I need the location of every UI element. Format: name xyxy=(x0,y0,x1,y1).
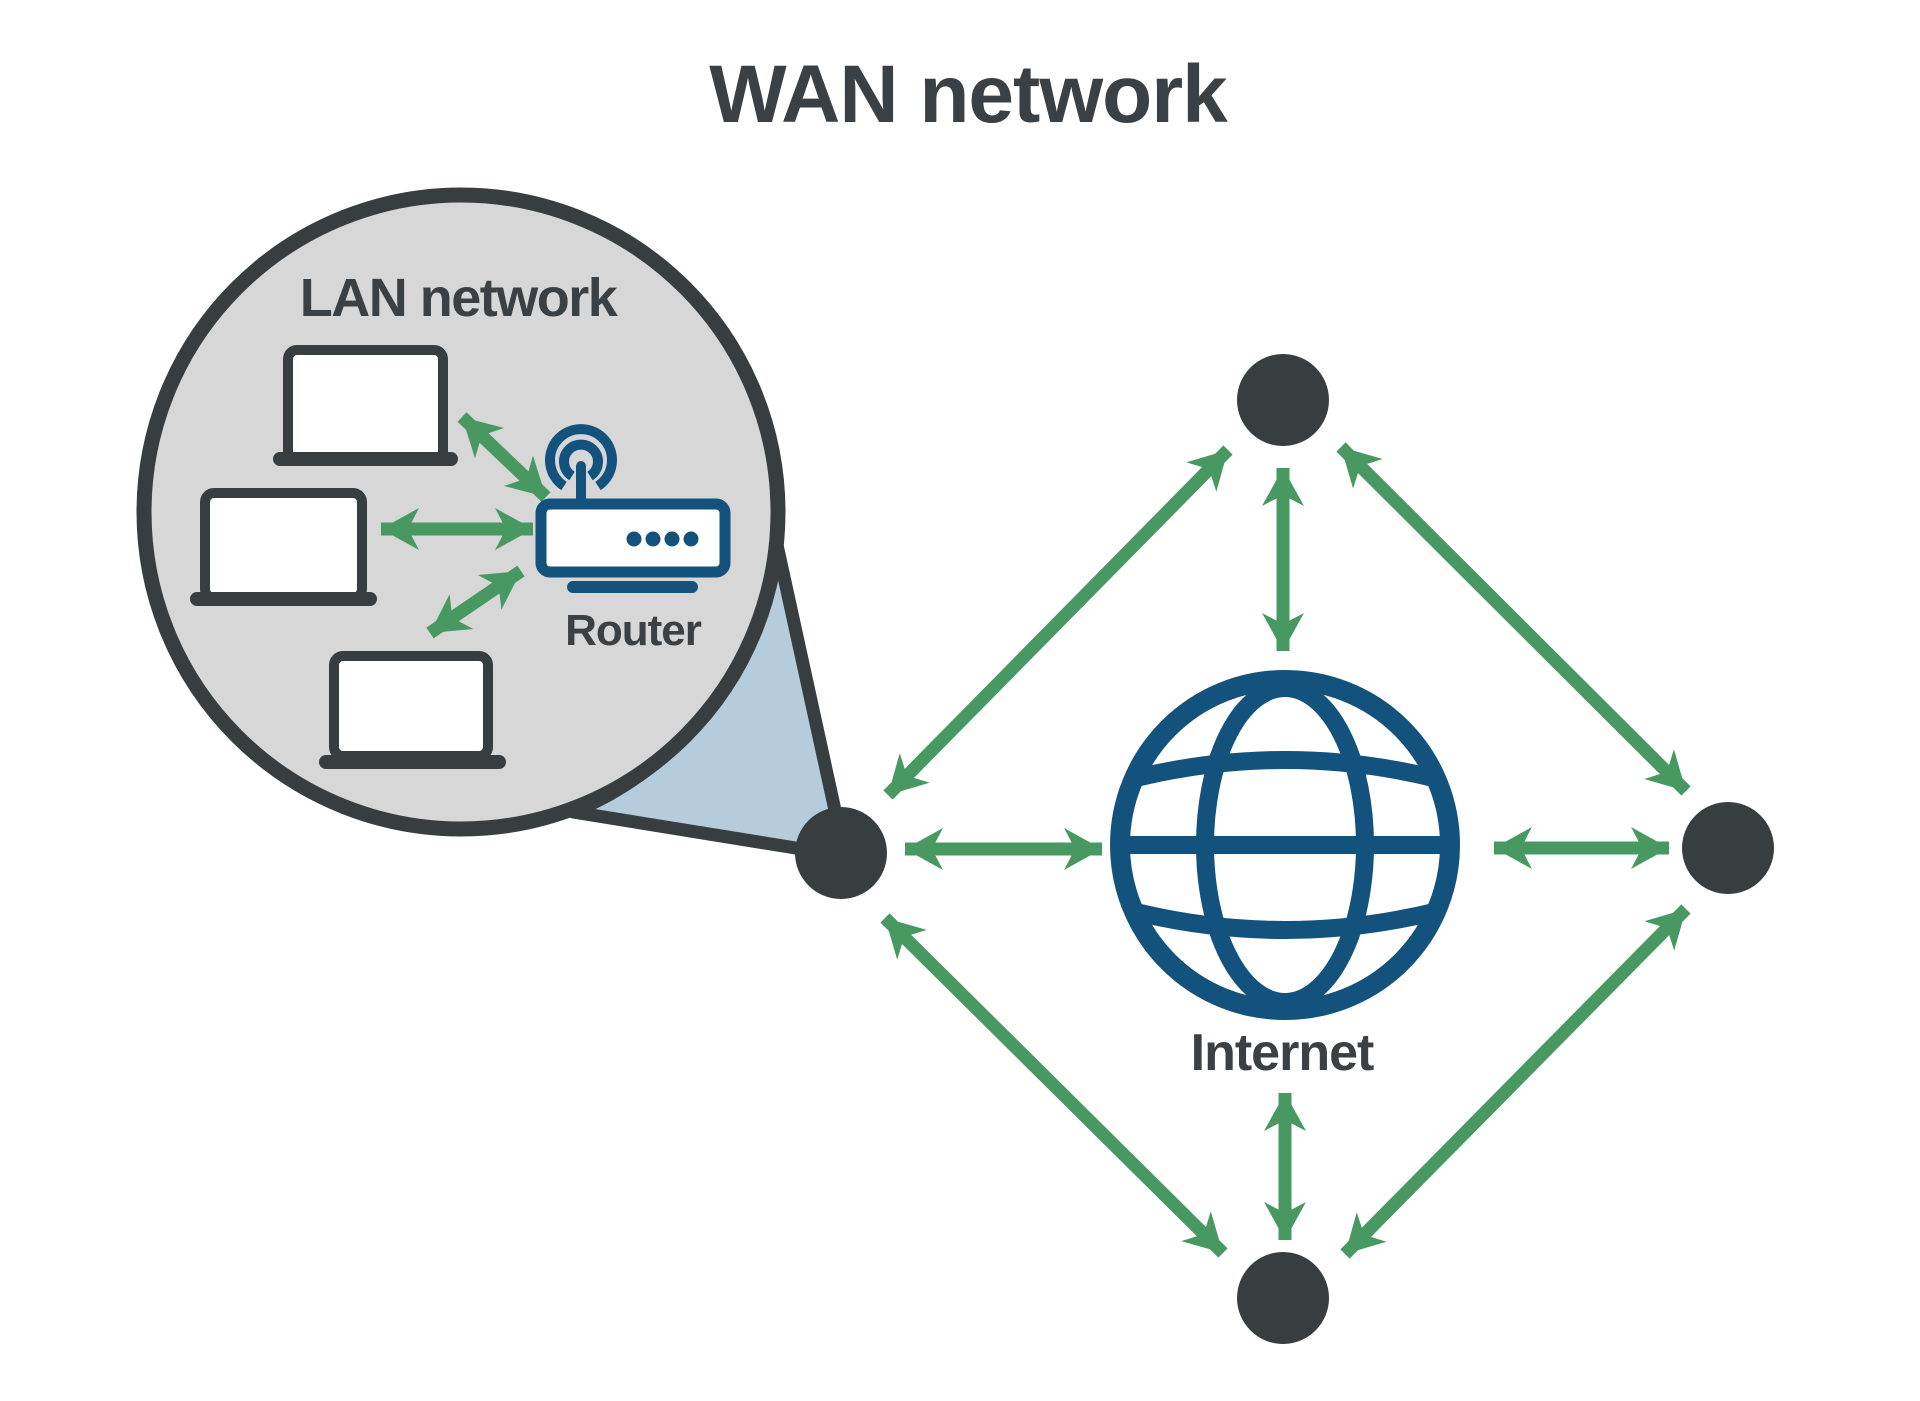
internet-label: Internet xyxy=(1191,1024,1374,1082)
laptop-icon-1 xyxy=(273,345,458,466)
router-base xyxy=(567,581,698,593)
lan-callout: LAN network xyxy=(136,187,852,863)
router-label: Router xyxy=(565,606,702,655)
router-led-dots xyxy=(626,531,699,547)
wan-link-right-bottom xyxy=(1340,904,1691,1259)
globe-outline xyxy=(1110,670,1460,1020)
top-node xyxy=(1237,354,1329,446)
lan-arrow-1 xyxy=(457,412,551,502)
lan-arrows xyxy=(381,412,551,639)
router-icon xyxy=(535,424,731,593)
lan-arrow-3 xyxy=(426,565,525,639)
bottom-node xyxy=(1237,1252,1329,1344)
wan-edges xyxy=(880,442,1691,1259)
wifi-signal-outer-arc xyxy=(545,424,617,491)
globe-grid xyxy=(1125,685,1445,1005)
lan-gateway-node xyxy=(795,807,887,899)
wifi-signal-inner-arc xyxy=(559,439,603,481)
right-node xyxy=(1682,802,1774,894)
wan-link-top-right xyxy=(1336,442,1691,796)
laptop-icon-2 xyxy=(190,488,377,606)
lan-network-label: LAN network xyxy=(300,268,619,328)
laptop-icon-3 xyxy=(319,651,506,769)
wan-link-gateway-bottom xyxy=(880,913,1228,1258)
wan-link-gateway-top xyxy=(883,445,1233,800)
internet-globe-icon xyxy=(1110,670,1460,1020)
page-title: WAN network xyxy=(709,49,1228,140)
wan-nodes xyxy=(795,354,1774,1344)
